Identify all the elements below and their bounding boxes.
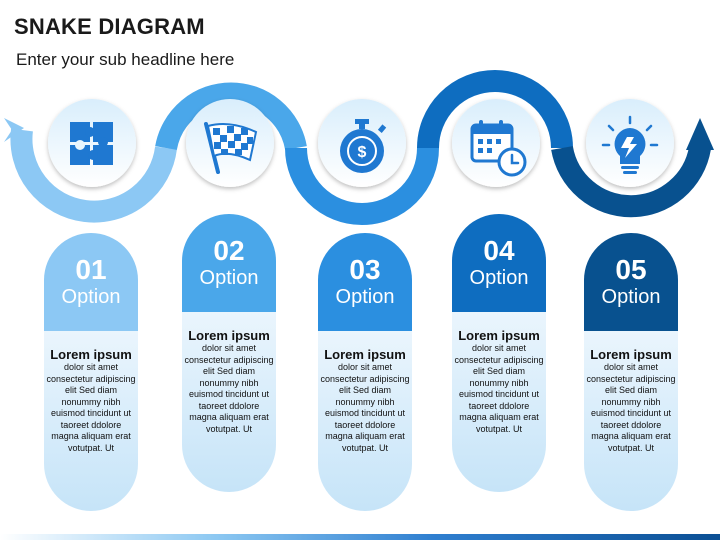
option-card-4-body: Lorem ipsum dolor sit amet consectetur a… [452,312,546,492]
option-text: dolor sit amet consectetur adipiscing el… [184,343,274,434]
icon-circle-5 [586,99,674,187]
option-label: Option [601,286,661,308]
option-card-3-header: 03 Option [318,233,412,331]
calendar-clock-icon [470,120,527,177]
option-number: 05 [615,254,647,285]
svg-text:$: $ [358,144,367,161]
icon-circle-3: $ [318,99,406,187]
option-label: Option [61,286,121,308]
option-card-4: 04 Option Lorem ipsum dolor sit amet con… [452,214,546,492]
option-text: dolor sit amet consectetur adipiscing el… [320,362,410,453]
snake-arrow-head [686,118,714,150]
option-card-4-header: 04 Option [452,214,546,312]
option-text: dolor sit amet consectetur adipiscing el… [46,362,136,453]
option-label: Option [469,267,529,289]
snake-segment-3 [285,147,439,225]
option-number: 01 [75,254,107,285]
snake-segment-2 [155,82,307,151]
option-heading: Lorem ipsum [50,347,132,362]
option-heading: Lorem ipsum [324,347,406,362]
option-card-2: 02 Option Lorem ipsum dolor sit amet con… [182,214,276,492]
snake-segment-4 [417,70,573,149]
option-card-3: 03 Option Lorem ipsum dolor sit amet con… [318,233,412,511]
option-number: 03 [349,254,381,285]
icon-circle-1 [48,99,136,187]
lightbulb-icon [601,115,659,174]
option-number: 04 [483,235,515,266]
icon-circle-4 [452,99,540,187]
option-heading: Lorem ipsum [590,347,672,362]
option-card-5: 05 Option Lorem ipsum dolor sit amet con… [584,233,678,511]
page-title: SNAKE DIAGRAM [14,14,205,39]
snake-arrow-tail [4,118,24,142]
checkered-flag-icon [204,122,258,174]
snake-segment-5 [551,145,711,218]
option-card-1: 01 Option Lorem ipsum dolor sit amet con… [44,233,138,511]
option-number: 02 [213,235,245,266]
option-card-1-header: 01 Option [44,233,138,331]
puzzle-icon [70,122,113,165]
option-label: Option [199,267,259,289]
option-card-3-body: Lorem ipsum dolor sit amet consectetur a… [318,331,412,511]
option-heading: Lorem ipsum [458,328,540,343]
bottom-accent-bar [0,534,720,540]
snake-segment-1 [10,128,177,223]
option-card-2-body: Lorem ipsum dolor sit amet consectetur a… [182,312,276,492]
option-text: dolor sit amet consectetur adipiscing el… [454,343,544,434]
option-heading: Lorem ipsum [188,328,270,343]
option-card-1-body: Lorem ipsum dolor sit amet consectetur a… [44,331,138,511]
stopwatch-dollar-icon: $ [340,119,387,173]
option-text: dolor sit amet consectetur adipiscing el… [586,362,676,453]
icon-circle-2 [186,99,274,187]
option-card-2-header: 02 Option [182,214,276,312]
option-label: Option [335,286,395,308]
page-subtitle: Enter your sub headline here [16,50,235,69]
option-card-5-body: Lorem ipsum dolor sit amet consectetur a… [584,331,678,511]
option-card-5-header: 05 Option [584,233,678,331]
